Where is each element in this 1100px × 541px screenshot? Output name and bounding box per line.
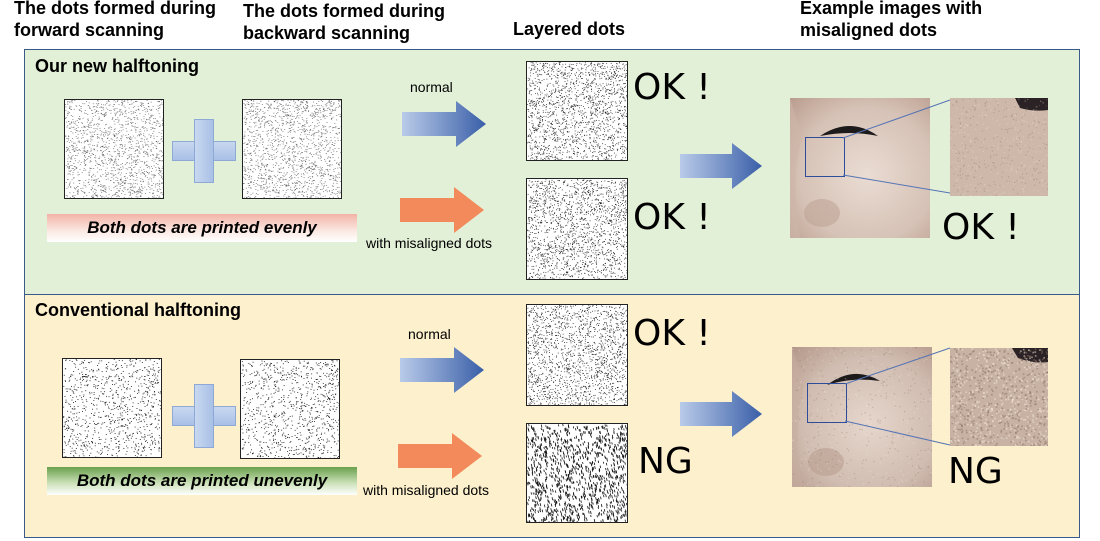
zoom-connector-lines — [842, 99, 951, 194]
misaligned-arrow — [400, 187, 484, 233]
layered-dots-misaligned — [526, 423, 628, 523]
zoom-connector-lines — [844, 347, 951, 446]
zoom-region-box — [807, 383, 847, 423]
forward-dots-image — [62, 358, 162, 458]
zoomed-face-image — [950, 98, 1048, 196]
misaligned-label: with misaligned dots — [366, 235, 493, 251]
panel-title: Conventional halftoning — [35, 300, 241, 320]
layered-dots-normal — [526, 61, 628, 161]
misaligned-label: with misaligned dots — [363, 482, 490, 498]
result-misaligned: NG — [638, 441, 693, 482]
result-normal: OK ! — [633, 313, 711, 354]
layered-dots-misaligned — [526, 178, 628, 280]
header-layered: Layered dots — [513, 19, 626, 39]
misaligned-arrow — [398, 433, 482, 479]
zoomed-face-image — [950, 348, 1048, 446]
header-example: Example images with misaligned dots — [800, 0, 983, 40]
panel-title: Our new halftoning — [35, 56, 199, 76]
plus-icon — [172, 119, 236, 183]
result-example: OK ! — [942, 207, 1020, 248]
header-forward: The dots formed during forward scanning — [14, 0, 216, 40]
example-face-image — [790, 98, 930, 238]
normal-arrow — [400, 347, 484, 393]
result-normal: OK ! — [633, 67, 711, 108]
header-backward: The dots formed during backward scanning — [243, 1, 445, 43]
normal-arrow — [402, 101, 486, 147]
normal-label: normal — [410, 79, 453, 95]
layered-dots-normal — [526, 304, 628, 406]
unevenly-banner: Both dots are printed unevenly — [47, 467, 357, 495]
example-arrow — [680, 143, 762, 189]
backward-dots-image — [242, 99, 342, 199]
forward-dots-image — [64, 99, 164, 199]
example-face-image — [792, 347, 932, 487]
backward-dots-image — [240, 359, 340, 459]
plus-icon — [172, 384, 236, 448]
example-arrow — [680, 391, 762, 437]
result-misaligned: OK ! — [633, 197, 711, 238]
normal-label: normal — [408, 326, 451, 342]
result-example: NG — [948, 451, 1003, 492]
evenly-banner: Both dots are printed evenly — [47, 214, 357, 242]
zoom-region-box — [805, 137, 845, 177]
